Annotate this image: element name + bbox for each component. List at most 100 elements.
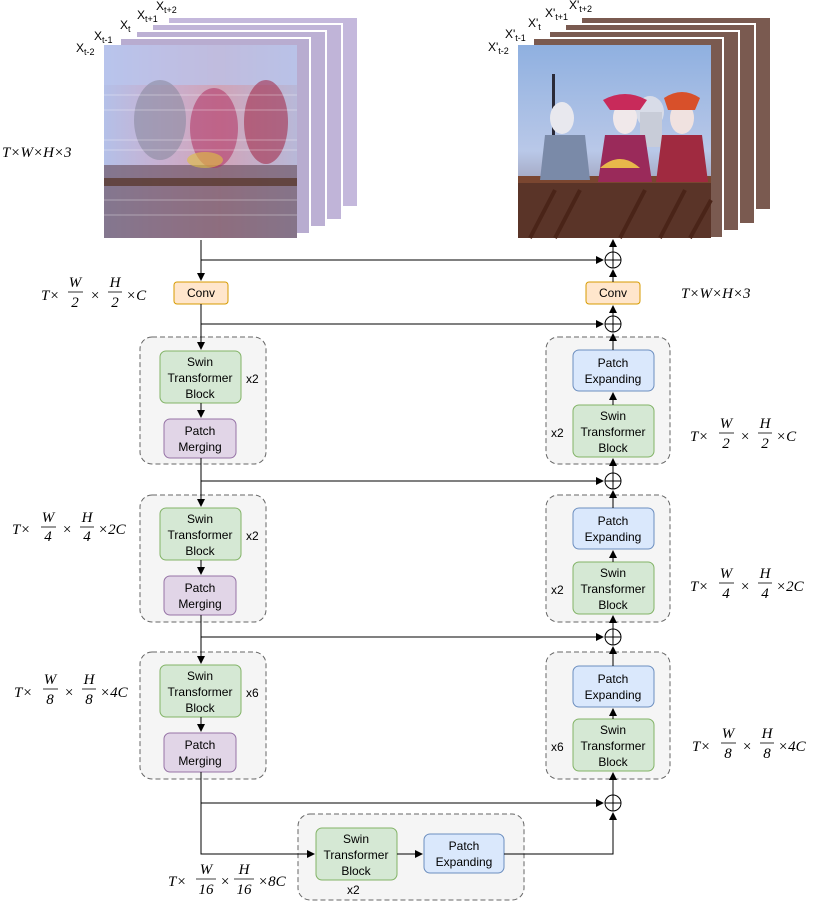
svg-text:×2C: ×2C <box>776 579 805 595</box>
svg-text:Patch: Patch <box>185 581 216 595</box>
svg-text:4: 4 <box>722 586 730 602</box>
patch-merging: Patch Merging <box>163 732 237 773</box>
svg-text:Transformer: Transformer <box>581 739 646 753</box>
svg-text:X't+2: X't+2 <box>569 0 592 14</box>
add-node-3 <box>604 472 622 490</box>
svg-text:2: 2 <box>111 295 119 311</box>
swin-block: Swin Transformer Block <box>572 561 655 615</box>
svg-text:Transformer: Transformer <box>581 425 646 439</box>
svg-text:Patch: Patch <box>598 356 629 370</box>
svg-text:×4C: ×4C <box>778 739 807 755</box>
repeat-label: x6 <box>246 686 259 700</box>
svg-text:×: × <box>740 579 750 595</box>
svg-text:H: H <box>761 726 774 742</box>
svg-text:T×: T× <box>12 522 30 538</box>
svg-text:Patch: Patch <box>598 672 629 686</box>
decoder-conv: Conv <box>585 281 641 305</box>
svg-text:W: W <box>720 416 734 432</box>
decoder-stage-3: Patch Expanding Swin Transformer Block x… <box>545 651 671 780</box>
svg-text:×: × <box>740 429 750 445</box>
svg-text:T×: T× <box>41 288 59 304</box>
svg-text:Patch: Patch <box>449 839 480 853</box>
svg-text:×8C: ×8C <box>258 874 287 890</box>
svg-text:W: W <box>200 862 214 878</box>
svg-text:Expanding: Expanding <box>585 688 642 702</box>
svg-text:16: 16 <box>237 882 253 898</box>
repeat-label: x2 <box>551 583 564 597</box>
svg-text:×: × <box>220 874 230 890</box>
patch-expanding: Patch Expanding <box>572 507 655 550</box>
svg-text:4: 4 <box>44 529 52 545</box>
encoder-stage-3: Swin Transformer Block x6 Patch Merging <box>139 651 267 780</box>
svg-text:2: 2 <box>71 295 79 311</box>
svg-text:Xt+1: Xt+1 <box>137 8 158 24</box>
repeat-label: x2 <box>246 529 259 543</box>
svg-text:2: 2 <box>722 436 730 452</box>
svg-text:Block: Block <box>341 864 371 878</box>
svg-text:T×: T× <box>14 685 32 701</box>
svg-text:×: × <box>62 522 72 538</box>
decoder-stage-2: Patch Expanding Swin Transformer Block x… <box>545 494 671 623</box>
add-node-5 <box>604 794 622 812</box>
repeat-label: x2 <box>246 372 259 386</box>
patch-expanding: Patch Expanding <box>423 833 505 874</box>
input-frame-labels: Xt-2 Xt-1 Xt Xt+1 Xt+2 <box>76 0 177 57</box>
svg-text:H: H <box>238 862 251 878</box>
decoder-conv-dims: T×W×H×3 <box>681 286 751 302</box>
svg-text:T×: T× <box>168 874 186 890</box>
decoder-stage-3-dims: T× W 8 × H 8 ×4C <box>692 726 807 762</box>
swin-block: Swin Transformer Block <box>159 350 242 404</box>
svg-text:X't+1: X't+1 <box>545 6 568 22</box>
svg-text:Swin: Swin <box>600 723 626 737</box>
swin-block: Swin Transformer Block <box>159 664 242 718</box>
input-frame-stack: Xt-2 Xt-1 Xt Xt+1 Xt+2 <box>76 0 359 238</box>
svg-text:Transformer: Transformer <box>581 582 646 596</box>
svg-text:Patch: Patch <box>185 424 216 438</box>
svg-text:Merging: Merging <box>178 440 221 454</box>
svg-text:Swin: Swin <box>187 512 213 526</box>
svg-text:W: W <box>69 275 83 291</box>
svg-text:Transformer: Transformer <box>168 371 233 385</box>
encoder-conv: Conv <box>173 281 229 305</box>
svg-text:Expanding: Expanding <box>585 372 642 386</box>
svg-text:Xt-2: Xt-2 <box>76 41 95 57</box>
svg-text:×2C: ×2C <box>98 522 127 538</box>
svg-text:8: 8 <box>46 692 54 708</box>
svg-text:H: H <box>109 275 122 291</box>
svg-text:×: × <box>742 739 752 755</box>
svg-text:Patch: Patch <box>598 514 629 528</box>
svg-text:×: × <box>90 288 100 304</box>
swin-block: Swin Transformer Block <box>159 507 242 561</box>
svg-text:Transformer: Transformer <box>168 685 233 699</box>
svg-text:Swin: Swin <box>187 669 213 683</box>
svg-text:Transformer: Transformer <box>168 528 233 542</box>
svg-text:Patch: Patch <box>185 738 216 752</box>
encoder-stage-2: Swin Transformer Block x2 Patch Merging <box>139 494 267 623</box>
svg-text:Xt+2: Xt+2 <box>156 0 177 15</box>
svg-text:Expanding: Expanding <box>436 855 493 869</box>
encoder-stage-3-dims: T× W 8 × H 8 ×4C <box>14 672 129 708</box>
svg-text:X't-2: X't-2 <box>488 40 509 56</box>
output-frame-front <box>518 45 713 239</box>
patch-merging: Patch Merging <box>163 575 237 616</box>
add-node-1 <box>604 251 622 269</box>
svg-text:T×: T× <box>692 739 710 755</box>
svg-text:Xt: Xt <box>120 18 131 34</box>
svg-text:T×: T× <box>690 429 708 445</box>
decoder-stage-2-dims: T× W 4 × H 4 ×2C <box>690 566 805 602</box>
svg-text:W: W <box>42 510 56 526</box>
svg-text:T×: T× <box>690 579 708 595</box>
svg-text:Conv: Conv <box>599 286 627 300</box>
svg-text:Transformer: Transformer <box>324 848 389 862</box>
output-frame-labels: X't-2 X't-1 X't X't+1 X't+2 <box>488 0 592 56</box>
svg-text:H: H <box>759 566 772 582</box>
encoder-stage-1: Swin Transformer Block x2 Patch Merging <box>139 336 267 465</box>
svg-text:Block: Block <box>598 598 628 612</box>
swin-block: Swin Transformer Block <box>315 827 398 881</box>
patch-merging: Patch Merging <box>163 418 237 459</box>
svg-text:Merging: Merging <box>178 597 221 611</box>
encoder-conv-dims: T× W 2 × H 2 ×C <box>41 275 147 311</box>
svg-text:Block: Block <box>598 441 628 455</box>
svg-text:8: 8 <box>724 746 732 762</box>
